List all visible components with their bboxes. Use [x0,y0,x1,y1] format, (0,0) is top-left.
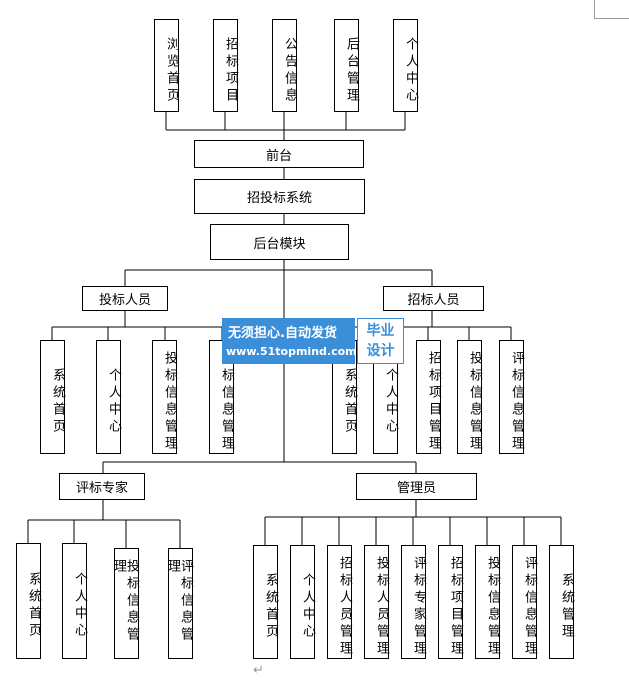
admin-node: 管理员 [356,473,477,500]
watermark-badge-line2: 设计 [366,343,395,359]
frontend-node: 前台 [194,140,364,168]
watermark-url: www.51topmind.com [226,345,357,358]
watermark-banner: 无须担心.自动发货 www.51topmind.com [222,318,357,364]
tenderer-node: 招标人员 [383,286,484,311]
admin-module-system-mgmt: 系统管理 [549,545,574,659]
module-personal-center: 个人中心 [393,19,418,112]
admin-module-expert-mgmt: 评标专家管理 [401,545,426,659]
admin-module-bidder-mgmt: 投标人员管理 [364,545,389,659]
admin-module-eval-info: 评标信息管理 [512,545,537,659]
expert-module-personal: 个人中心 [62,543,87,659]
bidder-node: 投标人员 [82,286,168,311]
tenderer-module-bid-info: 投标信息管理 [457,340,482,454]
module-tender-projects: 招标项目 [213,19,238,112]
module-browse-home: 浏览首页 [154,19,179,112]
expert-module-eval-info: 评标信息管理 [165,548,193,659]
system-node: 招投标系统 [194,179,365,214]
watermark-slogan: 无须担心.自动发货 [228,326,337,341]
admin-module-home: 系统首页 [253,545,278,659]
watermark-badge: 毕业 设计 [357,318,404,364]
bidder-module-personal: 个人中心 [96,340,121,454]
admin-module-personal: 个人中心 [290,545,315,659]
tenderer-module-eval-info: 评标信息管理 [499,340,524,454]
admin-module-tenderer-mgmt: 招标人员管理 [327,545,352,659]
expert-module-home: 系统首页 [16,543,41,659]
admin-module-bid-info: 投标信息管理 [475,545,500,659]
tenderer-module-projects: 招标项目管理 [416,340,441,454]
bidder-module-eval-info: 评标信息管理 [209,340,234,454]
admin-module-project-mgmt: 招标项目管理 [438,545,463,659]
page-corner-mark [594,0,629,19]
expert-node: 评标专家 [59,473,145,500]
paragraph-mark: ↵ [253,663,264,678]
module-announcements: 公告信息 [272,19,297,112]
expert-module-bid-info: 投标信息管理 [111,548,139,659]
backend-node: 后台模块 [210,224,349,260]
module-backend-admin: 后台管理 [334,19,359,112]
watermark-badge-line1: 毕业 [366,323,395,339]
bidder-module-home: 系统首页 [40,340,65,454]
bidder-module-bid-info: 投标信息管理 [152,340,177,454]
